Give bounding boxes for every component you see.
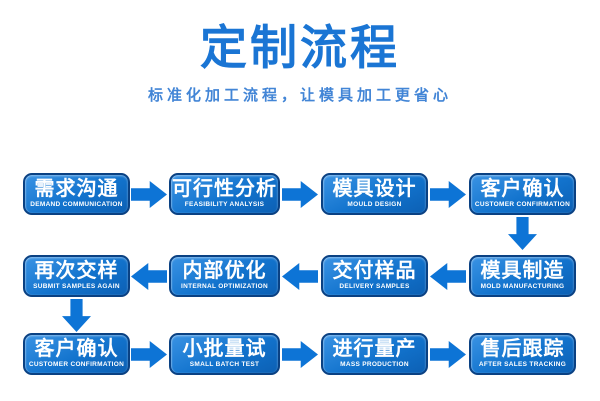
arrow-right-icon: [282, 341, 318, 368]
step-box-customer-confirmation-2: 客户确认 CUSTOMER CONFIRMATION: [23, 333, 130, 375]
step-title: 客户确认: [34, 338, 119, 361]
arrow-down-icon: [508, 217, 537, 250]
page-title: 定制流程: [200, 21, 400, 74]
step-box-internal-optimization: 内部优化 INTERNAL OPTIMIZATION: [169, 255, 280, 297]
step-subtitle: DEMAND COMMUNICATION: [30, 201, 123, 209]
step-title: 客户确认: [480, 178, 565, 201]
arrow-right-icon: [131, 181, 167, 208]
step-title: 交付样品: [332, 260, 417, 283]
step-box-small-batch-test: 小批量试 SMALL BATCH TEST: [169, 333, 280, 375]
step-title: 可行性分析: [172, 178, 277, 201]
arrow-left-icon: [430, 263, 466, 290]
step-title: 进行量产: [332, 338, 417, 361]
step-title: 再次交样: [34, 260, 119, 283]
step-title: 模具制造: [480, 260, 565, 283]
step-subtitle: CUSTOMER CONFIRMATION: [474, 201, 571, 209]
step-box-feasibility-analysis: 可行性分析 FEASIBILITY ANALYSIS: [169, 173, 280, 215]
step-subtitle: SMALL BATCH TEST: [189, 361, 260, 369]
step-title: 模具设计: [332, 178, 417, 201]
step-subtitle: MOLD MANUFACTURING: [480, 283, 565, 291]
step-box-customer-confirmation-1: 客户确认 CUSTOMER CONFIRMATION: [469, 173, 576, 215]
arrow-right-icon: [131, 341, 167, 368]
step-subtitle: DELIVERY SAMPLES: [339, 283, 410, 291]
step-box-submit-samples-again: 再次交样 SUBMIT SAMPLES AGAIN: [23, 255, 130, 297]
arrow-left-icon: [282, 263, 318, 290]
arrow-right-icon: [430, 341, 466, 368]
step-box-mold-manufacturing: 模具制造 MOLD MANUFACTURING: [469, 255, 576, 297]
arrow-left-icon: [131, 263, 167, 290]
step-subtitle: MOULD DESIGN: [347, 201, 402, 209]
step-box-delivery-samples: 交付样品 DELIVERY SAMPLES: [321, 255, 428, 297]
page-subtitle: 标准化加工流程，让模具加工更省心: [147, 87, 452, 104]
step-subtitle: FEASIBILITY ANALYSIS: [184, 201, 265, 209]
step-title: 售后跟踪: [480, 338, 565, 361]
step-box-mould-design: 模具设计 MOULD DESIGN: [321, 173, 428, 215]
step-subtitle: CUSTOMER CONFIRMATION: [28, 361, 125, 369]
step-title: 需求沟通: [34, 178, 119, 201]
arrow-right-icon: [430, 181, 466, 208]
arrow-down-icon: [62, 299, 91, 332]
step-subtitle: MASS PRODUCTION: [340, 361, 409, 369]
step-box-mass-production: 进行量产 MASS PRODUCTION: [321, 333, 428, 375]
step-subtitle: SUBMIT SAMPLES AGAIN: [33, 283, 120, 291]
arrow-right-icon: [282, 181, 318, 208]
step-box-after-sales-tracking: 售后跟踪 AFTER SALES TRACKING: [469, 333, 576, 375]
step-subtitle: AFTER SALES TRACKING: [478, 361, 567, 369]
step-subtitle: INTERNAL OPTIMIZATION: [181, 283, 268, 291]
step-box-demand-communication: 需求沟通 DEMAND COMMUNICATION: [23, 173, 130, 215]
step-title: 小批量试: [182, 338, 267, 361]
step-title: 内部优化: [182, 260, 267, 283]
